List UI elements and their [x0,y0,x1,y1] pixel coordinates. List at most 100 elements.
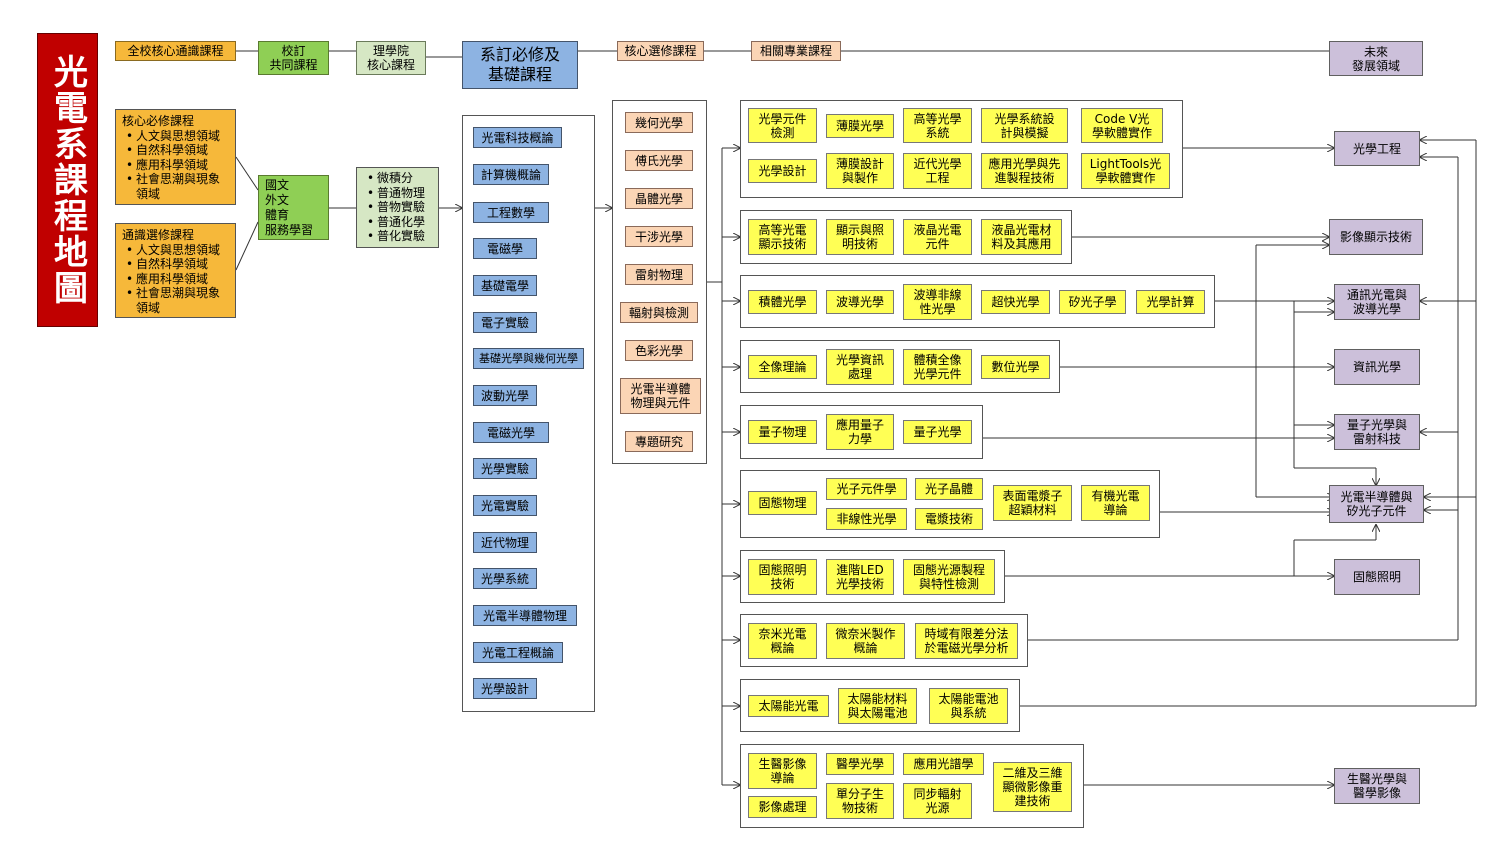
dept-course: 近代物理 [473,532,537,553]
course-box: 近代光學 工程 [903,153,972,189]
dept-course: 光電半導體物理 [473,605,577,626]
dept-course: 光學設計 [473,678,537,699]
core-elective-item: 傅氏光學 [625,150,693,171]
dept-course: 工程數學 [473,202,549,223]
page-title-text: 光電系課程地圖 [47,54,88,306]
course-box: 波導光學 [826,290,894,314]
course-box: 高等光學 系統 [903,108,972,143]
dept-course-frame [462,115,595,712]
core-required-heading: 核心必修課程 [122,114,195,128]
course-box: 積體光學 [748,290,817,314]
core-elective-item: 色彩光學 [625,340,693,361]
course-box: 奈米光電 概論 [748,623,817,659]
list-item: 普通物理 [367,186,432,201]
school-course-list: 國文 外文 體育 服務學習 [258,175,329,240]
course-box: 固態照明 技術 [748,559,817,595]
course-box: LightTools光 學軟體實作 [1081,153,1170,189]
course-box: 數位光學 [981,355,1050,379]
course-box: 進階LED 光學技術 [826,559,894,595]
list-item: 普物實驗 [367,200,432,215]
course-box: 量子物理 [748,420,817,444]
dept-course: 基礎電學 [473,275,537,296]
course-box: 非線性光學 [826,508,907,530]
course-box: 光學設計 [748,159,817,183]
course-box: 應用量子 力學 [826,414,894,450]
course-box: 二維及三維 顯微影像重 建技術 [993,762,1072,812]
course-box: 應用光譜學 [903,753,984,775]
list-item: 微積分 [367,171,432,186]
course-box: 太陽能光電 [748,695,829,717]
list-item: 服務學習 [265,222,314,237]
science-core-course: 理學院 核心課程 [356,41,426,75]
list-item: 社會思潮與現象 領域 [126,172,229,201]
dept-course: 計算機概論 [473,164,549,185]
course-box: 薄膜光學 [826,114,894,138]
course-group-lighting [740,550,1005,603]
course-box: 微奈米製作 概論 [826,623,905,659]
course-box: 影像處理 [748,796,817,818]
list-item: 普通化學 [367,215,432,230]
core-required-list: 核心必修課程 人文與思想領域 自然科學領域 應用科學領域 社會思潮與現象 領域 [115,109,236,205]
course-box: 全像理論 [748,355,817,379]
course-box: 超快光學 [981,290,1050,314]
course-box: 高等光電 顯示技術 [748,219,817,255]
course-group-nano [740,614,1028,667]
list-item: 社會思潮與現象 領域 [126,286,229,315]
course-group-biomedical [740,744,1084,828]
course-box: 單分子生 物技術 [826,783,894,819]
list-item: 應用科學領域 [126,272,229,287]
core-elective-item: 晶體光學 [625,188,693,209]
future-development-field: 未來 發展領域 [1329,41,1423,76]
field-information-optics: 資訊光學 [1334,349,1420,385]
dept-course: 光電實驗 [473,495,537,516]
list-item: 外文 [265,192,290,207]
core-elective-course: 核心選修課程 [617,41,704,61]
field-biomedical-imaging: 生醫光學與 醫學影像 [1334,768,1420,804]
course-box: 光子晶體 [915,478,983,500]
course-box: 太陽能材料 與太陽電池 [838,688,917,724]
course-box: 電漿技術 [915,508,983,530]
course-group-semiconductor [740,470,1160,538]
dept-required-course: 系訂必修及 基礎課程 [462,41,578,89]
course-box: 液晶光電 元件 [903,219,972,255]
core-elective-item: 專題研究 [625,431,693,452]
list-item: 普化實驗 [367,229,432,244]
course-box: 應用光學與先 進製程技術 [981,153,1068,189]
page-title: 光電系課程地圖 [37,33,98,327]
course-box: 生醫影像 導論 [748,753,817,789]
field-optical-engineering: 光學工程 [1334,131,1420,166]
dept-course: 電磁光學 [473,422,549,443]
list-item: 自然科學領域 [126,257,229,272]
dept-course: 波動光學 [473,385,537,406]
course-box: 同步輻射 光源 [903,783,972,819]
field-solid-state-lighting: 固態照明 [1334,559,1420,595]
core-elective-item: 雷射物理 [625,264,693,285]
course-box: 量子光學 [903,420,972,444]
related-professional-course: 相關專業課程 [751,41,841,61]
core-elective-item: 光電半導體 物理與元件 [620,378,701,414]
course-group-quantum [740,405,983,459]
core-elective-frame [612,100,707,464]
general-elective-heading: 通識選修課程 [122,228,195,242]
course-group-solar [740,679,1020,732]
course-box: 光子元件學 [826,478,907,500]
list-item: 自然科學領域 [126,143,229,158]
list-item: 人文與思想領域 [126,129,229,144]
course-box: 薄膜設計 與製作 [826,153,894,189]
course-group-optical-engineering [740,100,1183,198]
list-item: 人文與思想領域 [126,243,229,258]
list-item: 體育 [265,207,290,222]
school-common-course: 校訂 共同課程 [258,41,329,75]
core-elective-item: 輻射與檢測 [620,302,698,323]
course-box: 矽光子學 [1059,290,1126,314]
list-item: 應用科學領域 [126,158,229,173]
course-box: 太陽能電池 與系統 [929,688,1008,724]
course-box: 光學系統設 計與模擬 [981,108,1068,143]
field-semiconductor-silicon-photonics: 光電半導體與 矽光子元件 [1329,485,1424,523]
core-elective-item: 干涉光學 [625,226,693,247]
dept-course: 光電科技概論 [473,127,562,148]
course-box: 波導非線 性光學 [903,284,972,320]
course-box: 固態物理 [748,491,817,515]
dept-course: 電磁學 [473,238,537,259]
course-box: 時域有限差分法 於電磁光學分析 [915,623,1018,659]
